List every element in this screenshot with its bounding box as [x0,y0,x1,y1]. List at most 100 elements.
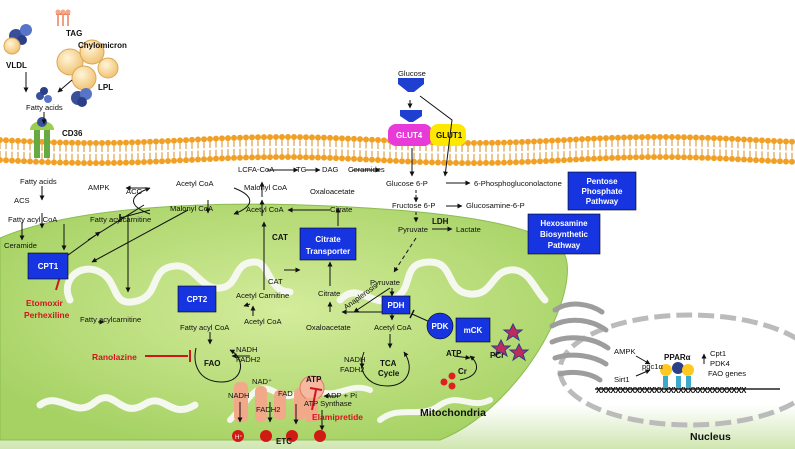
lipid-head [759,137,765,144]
lipid-head [93,159,99,166]
lipid-head [363,156,369,163]
fatty-acyl-coa-label: Fatty acyl CoA [8,215,58,224]
lipid-head [627,134,633,141]
lipid-head [639,134,645,141]
lipid-head [735,156,741,163]
cat-label: CAT [272,233,288,242]
lipid-head [357,156,363,163]
lipid-head [579,136,585,143]
lipid-head [753,137,759,144]
lipid-head [561,157,567,164]
glucose-transporters [388,78,466,146]
cd36-receptor [30,117,54,158]
svg-text:XXXXXXXXXXXXXXXXXXXXXXXXXXXXXX: XXXXXXXXXXXXXXXXXXXXXXXXXXXXXXX [596,386,747,395]
lipid-head [87,139,93,146]
lipid-head [207,155,213,162]
lipid-head [381,157,387,164]
nucleus-label: Nucleus [690,431,731,443]
fadh2-fao-label: FADH2 [236,355,260,364]
lipid-head [723,135,729,142]
pathway-arrows [19,72,707,431]
lipid-head [753,157,759,164]
lipid-head [255,154,261,161]
nadh-etc-label: NADH [228,391,250,400]
lipid-head [255,134,261,141]
lipid-head [477,139,483,146]
lipid-head [441,159,447,166]
lipid-head [135,139,141,146]
lipid-head [189,136,195,143]
lipid-head [183,157,189,164]
cpt1-box [27,252,69,280]
ldh-label: LDH [432,217,449,226]
lipid-head [219,135,225,142]
lipid-head [579,156,585,163]
lipid-head [3,137,9,144]
lipid-head [543,137,549,144]
lipid-head [237,134,243,141]
lipid-head [783,138,789,145]
drug-labels: Etomoxir Perhexiline Ranolazine Elamipre… [24,298,363,422]
lipid-head [447,159,453,166]
lipid-head [285,154,291,161]
lipid-head [603,155,609,162]
lipid-head [111,139,117,146]
lipid-head [261,134,267,141]
pdk4-gene-label: PDK4 [710,359,730,368]
lipid-head [195,136,201,143]
acetyl-coa-mid-label: Acetyl CoA [246,205,284,214]
lipoproteins [3,24,119,107]
lipid-head [771,137,777,144]
lipid-head [567,136,573,143]
lipid-head [123,139,129,146]
enzyme-boxes: CPT1 CPT2 Citrate Transporter PDH PDK mC… [27,171,637,343]
fad-label: FAD [278,389,293,398]
lipid-head [675,134,681,141]
lipid-head [747,136,753,143]
lipid-head [57,139,63,146]
lipid-head [633,154,639,161]
pcr-label: PCr [490,351,504,360]
lipid-head [225,135,231,142]
lipid-head [603,135,609,142]
lipid-head [315,154,321,161]
etomoxir-label: Etomoxir [26,298,64,308]
lipid-head [573,156,579,163]
glucose-6p-label: Glucose 6-P [386,179,428,188]
atp-symbols [440,322,530,390]
lipid-head [501,139,507,146]
lipid-head [117,159,123,166]
lipid-head [69,159,75,166]
pgc1a-label: pgc1α [642,362,663,371]
cpt2-box [177,285,217,313]
acs-label: ACS [14,196,30,205]
lipid-head [147,158,153,165]
lipid-head [663,154,669,161]
glut4-label: GLUT4 [396,131,423,140]
lipid-head [99,139,105,146]
lipid-head [69,139,75,146]
lipid-head [177,157,183,164]
malonyl-coa-mid-label: Malonyl CoA [244,183,288,192]
lipid-head [495,159,501,166]
lipid-head [591,135,597,142]
ceramides-label: Ceramides [348,165,385,174]
h-plus-label: H⁺ [235,434,243,441]
lipid-head [741,156,747,163]
lipid-head [75,159,81,166]
lipid-head [213,155,219,162]
lipid-head [51,159,57,166]
lipid-head [171,137,177,144]
lipid-head [195,156,201,163]
fatty-acids-top-label: Fatty acids [26,103,63,112]
lipid-head [207,135,213,142]
lipid-head [573,136,579,143]
oxaloacetate-mito-label: Oxaloacetate [306,323,351,332]
lipid-head [39,138,45,145]
lipid-head [435,159,441,166]
lipid-head [705,134,711,141]
lipid-head [375,137,381,144]
lipid-head [27,138,33,145]
lipid-head [633,134,639,141]
nadh-fao-label: NADH [236,345,258,354]
